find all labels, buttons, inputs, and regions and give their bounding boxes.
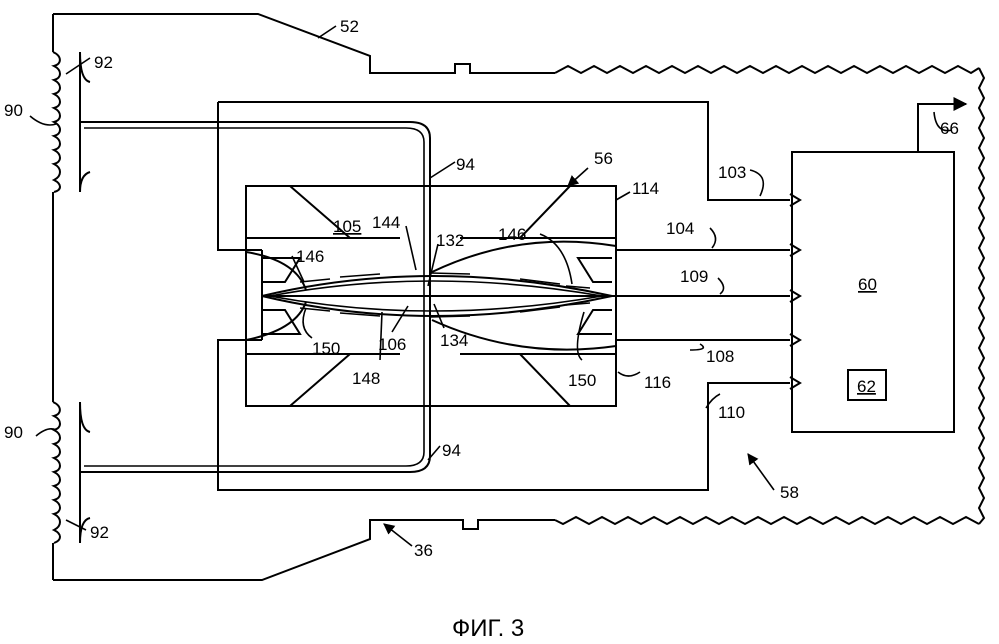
label-150-right: 150 [568, 371, 596, 390]
label-144: 144 [372, 213, 400, 232]
controller-box [792, 104, 966, 432]
label-106: 106 [378, 335, 406, 354]
label-114: 114 [632, 179, 659, 198]
label-56: 56 [594, 149, 613, 168]
label-60: 60 [858, 275, 877, 294]
label-94-bottom: 94 [442, 441, 461, 460]
label-94-top: 94 [456, 155, 475, 174]
coupling-rods [80, 52, 430, 543]
label-116: 116 [644, 373, 671, 392]
label-109: 109 [680, 267, 708, 286]
label-66: 66 [940, 119, 959, 138]
reference-numerals: 52 92 90 94 56 114 103 66 105 144 132 14… [4, 17, 959, 560]
label-92-top: 92 [94, 53, 113, 72]
label-150-left: 150 [312, 339, 340, 358]
label-148: 148 [352, 369, 380, 388]
label-36: 36 [414, 541, 433, 560]
leader-lines [30, 26, 952, 546]
label-110: 110 [718, 403, 745, 422]
label-62: 62 [857, 377, 876, 396]
label-104: 104 [666, 219, 694, 238]
label-146-right: 146 [498, 225, 526, 244]
label-52: 52 [340, 17, 359, 36]
label-108: 108 [706, 347, 734, 366]
label-92-bottom: 92 [90, 523, 109, 542]
label-134: 134 [440, 331, 468, 350]
label-90-bottom: 90 [4, 423, 23, 442]
label-132: 132 [436, 231, 464, 250]
label-146-left: 146 [296, 247, 324, 266]
label-103: 103 [718, 163, 746, 182]
figure-caption: ФИГ. 3 [452, 615, 524, 642]
label-105: 105 [333, 217, 361, 236]
label-58: 58 [780, 483, 799, 502]
label-90-top: 90 [4, 101, 23, 120]
